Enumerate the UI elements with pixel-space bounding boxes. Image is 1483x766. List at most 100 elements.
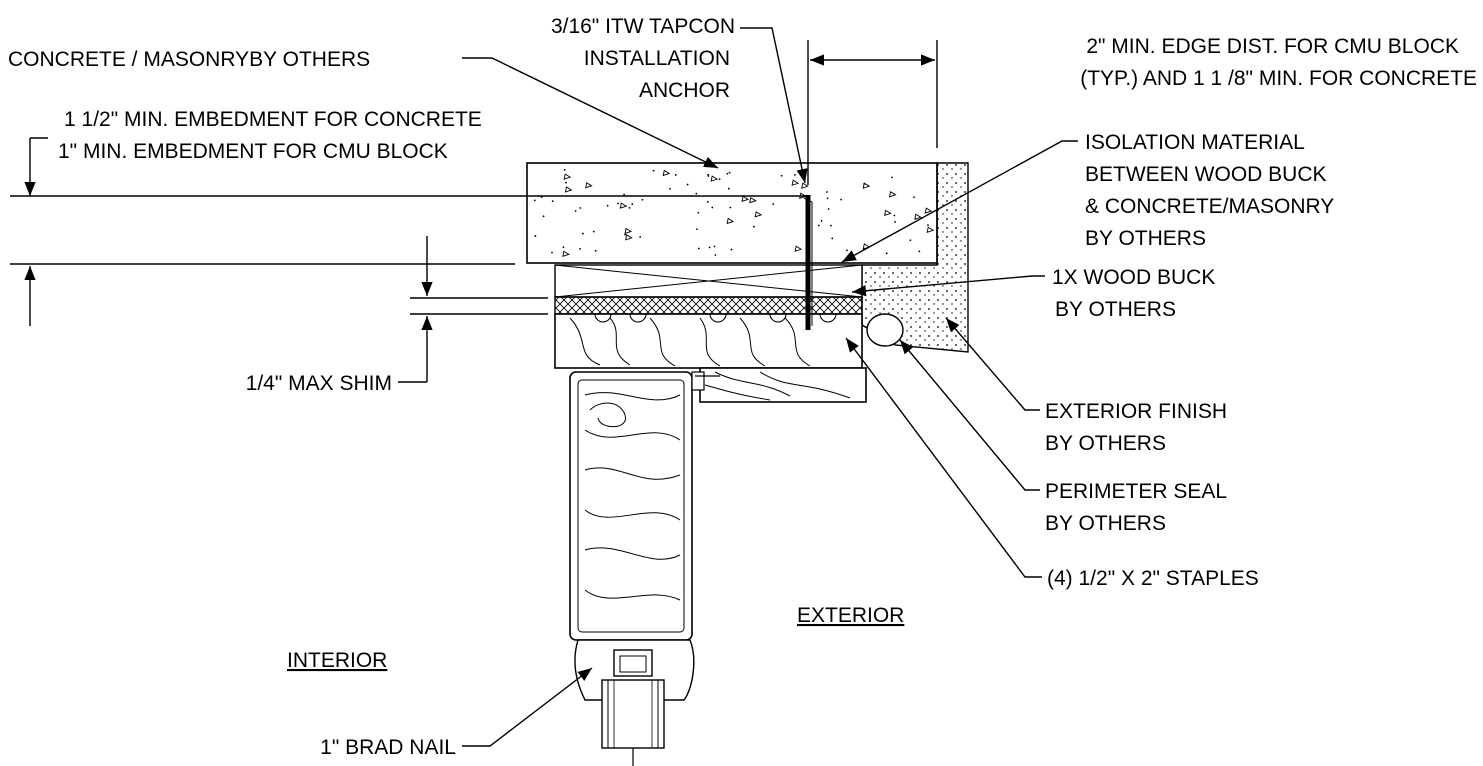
aggregate-dot: [606, 204, 609, 207]
shim-crosshatch: [554, 296, 863, 315]
aggregate-mark: [754, 211, 763, 218]
aggregate-dot: [825, 191, 828, 193]
staple: [691, 371, 720, 391]
window-jamb: [569, 371, 693, 641]
aggregate-dot: [565, 181, 567, 184]
label-tapcon-line3: ANCHOR: [639, 79, 730, 102]
aggregate-dot: [624, 233, 627, 236]
aggregate-mark: [619, 202, 628, 209]
aggregate-dot: [893, 214, 896, 217]
aggregate-mark: [562, 250, 570, 258]
aggregate-dot: [631, 203, 634, 206]
aggregate-mark: [624, 227, 633, 235]
aggregate-dot: [534, 235, 537, 237]
aggregate-mark: [794, 245, 803, 252]
aggregate-dot: [574, 210, 577, 212]
label-tapcon-line2: INSTALLATION: [584, 47, 730, 70]
aggregate-dot: [840, 198, 843, 201]
label-perimeter-seal-line1: PERIMETER SEAL: [1045, 480, 1227, 503]
aggregate-mark: [791, 179, 800, 186]
frame-stop: [699, 367, 867, 403]
aggregate-dot: [830, 224, 832, 227]
label-brad-nail: 1" BRAD NAIL: [320, 736, 456, 759]
label-edge-dist-line1: 2" MIN. EDGE DIST. FOR CMU BLOCK: [1086, 35, 1459, 58]
aggregate-dot: [674, 174, 677, 176]
aggregate-mark: [585, 182, 593, 189]
aggregate-dot: [623, 193, 626, 196]
aggregate-dot: [726, 172, 729, 175]
aggregate-dot: [562, 246, 565, 248]
aggregate-dot: [594, 249, 597, 252]
aggregate-dot: [885, 252, 888, 255]
annotation-labels: CONCRETE / MASONRYBY OTHERS 3/16" ITW TA…: [8, 15, 1477, 759]
aggregate-dot: [542, 215, 545, 218]
aggregate-dot: [772, 203, 775, 206]
aggregate-dot: [533, 199, 536, 202]
label-edge-dist-line2: (TYP.) AND 1 1 /8" MIN. FOR CONCRETE: [1080, 67, 1477, 90]
aggregate-dot: [697, 247, 700, 250]
aggregate-dot: [718, 178, 721, 181]
aggregate-mark: [710, 175, 719, 182]
aggregate-dot: [697, 211, 700, 214]
label-embedment-line2: 1" MIN. EMBEDMENT FOR CMU BLOCK: [58, 140, 448, 163]
aggregate-mark: [926, 226, 935, 233]
aggregate-dot: [863, 183, 865, 185]
aggregate-dot: [729, 206, 732, 209]
aggregate-dot: [617, 202, 619, 205]
aggregate-mark: [741, 195, 750, 203]
aggregate-mark: [884, 209, 892, 217]
label-isolation-line2: BETWEEN WOOD BUCK: [1085, 163, 1327, 186]
label-perimeter-seal-line2: BY OTHERS: [1045, 512, 1166, 535]
aggregate-mark: [924, 207, 933, 214]
aggregate-dot: [827, 208, 830, 210]
aggregate-dot: [695, 192, 698, 195]
aggregate-mark: [749, 197, 757, 204]
label-isolation-line1: ISOLATION MATERIAL: [1085, 131, 1305, 154]
label-isolation-line3: & CONCRETE/MASONRY: [1085, 195, 1334, 218]
aggregate-dot: [563, 168, 566, 171]
aggregate-dot: [894, 221, 896, 223]
aggregate-dot: [826, 197, 829, 200]
label-concrete-masonry: CONCRETE / MASONRYBY OTHERS: [8, 48, 370, 71]
aggregate-dot: [918, 250, 921, 253]
aggregate-dot: [730, 248, 733, 251]
label-shim: 1/4" MAX SHIM: [246, 372, 392, 395]
label-exterior-finish-line2: BY OTHERS: [1045, 432, 1166, 455]
dimension-lines: [10, 27, 1078, 747]
aggregate-dot: [592, 230, 595, 233]
aggregate-mark: [888, 191, 897, 198]
label-wood-buck-line2: BY OTHERS: [1055, 298, 1176, 321]
aggregate-dot: [728, 171, 731, 174]
sash-section: [574, 639, 695, 766]
aggregate-dot: [713, 245, 716, 248]
aggregate-dot: [628, 206, 631, 209]
label-isolation-line4: BY OTHERS: [1085, 227, 1206, 250]
aggregate-dot: [641, 198, 644, 201]
aggregate-dot: [727, 187, 730, 190]
label-embedment-line1: 1 1/2" MIN. EMBEDMENT FOR CONCRETE: [64, 108, 482, 131]
aggregate-dot: [714, 254, 717, 256]
aggregate-dot: [696, 228, 698, 231]
aggregate-mark: [564, 186, 573, 193]
aggregate-mark: [726, 217, 735, 225]
aggregate-dot: [817, 224, 820, 227]
aggregate-mark: [563, 173, 572, 180]
aggregate-dot: [652, 169, 655, 172]
concrete-block: [526, 162, 938, 264]
aggregate-mark: [914, 213, 922, 220]
aggregate-dot: [707, 173, 710, 176]
aggregate-mark: [801, 182, 809, 189]
aggregate-dot: [794, 173, 796, 176]
aggregate-dot: [686, 183, 689, 186]
label-staples: (4) 1/2" X 2" STAPLES: [1047, 567, 1259, 590]
aggregate-dot: [711, 206, 714, 209]
aggregate-dot: [913, 196, 915, 199]
label-wood-buck-line1: 1X WOOD BUCK: [1052, 266, 1215, 289]
aggregate-dot: [846, 249, 848, 252]
wood-buck: [554, 313, 863, 369]
aggregate-dot: [639, 236, 642, 238]
label-exterior: EXTERIOR: [797, 604, 904, 627]
aggregate-dot: [669, 187, 671, 190]
aggregate-dot: [706, 201, 709, 203]
